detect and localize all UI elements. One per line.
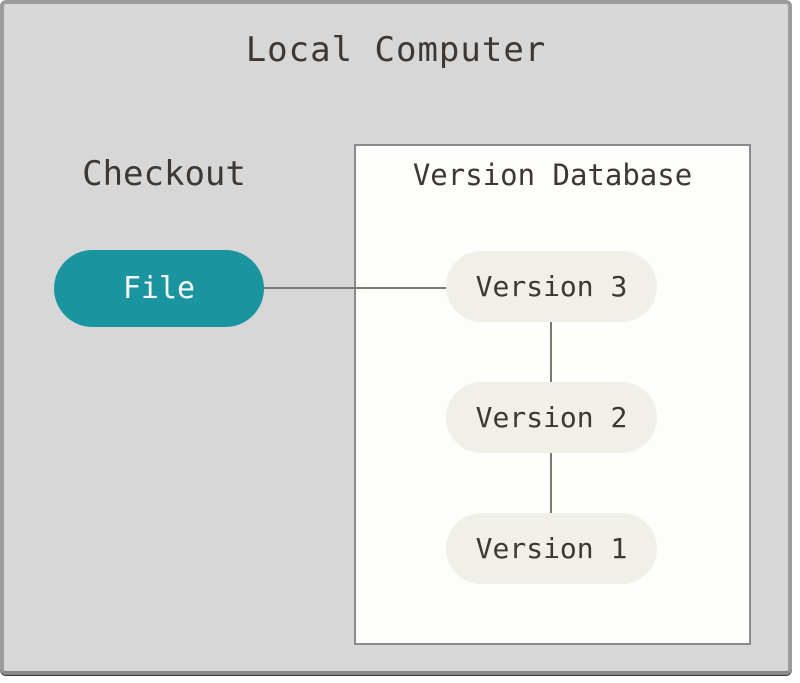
version-node-1: Version 1: [446, 513, 657, 584]
local-computer-canvas: Local Computer Checkout Version Database…: [0, 0, 792, 675]
file-node: File: [54, 250, 264, 327]
version-database-title: Version Database: [412, 158, 693, 192]
connector-version3-to-version2: [550, 320, 552, 384]
connector-version2-to-version1: [550, 451, 552, 515]
version-node-3-label: Version 3: [475, 270, 628, 303]
version-node-1-label: Version 1: [475, 532, 628, 565]
checkout-label: Checkout: [82, 154, 246, 194]
version-node-3: Version 3: [446, 251, 657, 322]
diagram-title: Local Computer: [245, 30, 547, 70]
file-node-label: File: [122, 271, 196, 306]
version-node-2-label: Version 2: [475, 401, 628, 434]
version-node-2: Version 2: [446, 382, 657, 453]
connector-file-to-version3: [262, 287, 450, 289]
